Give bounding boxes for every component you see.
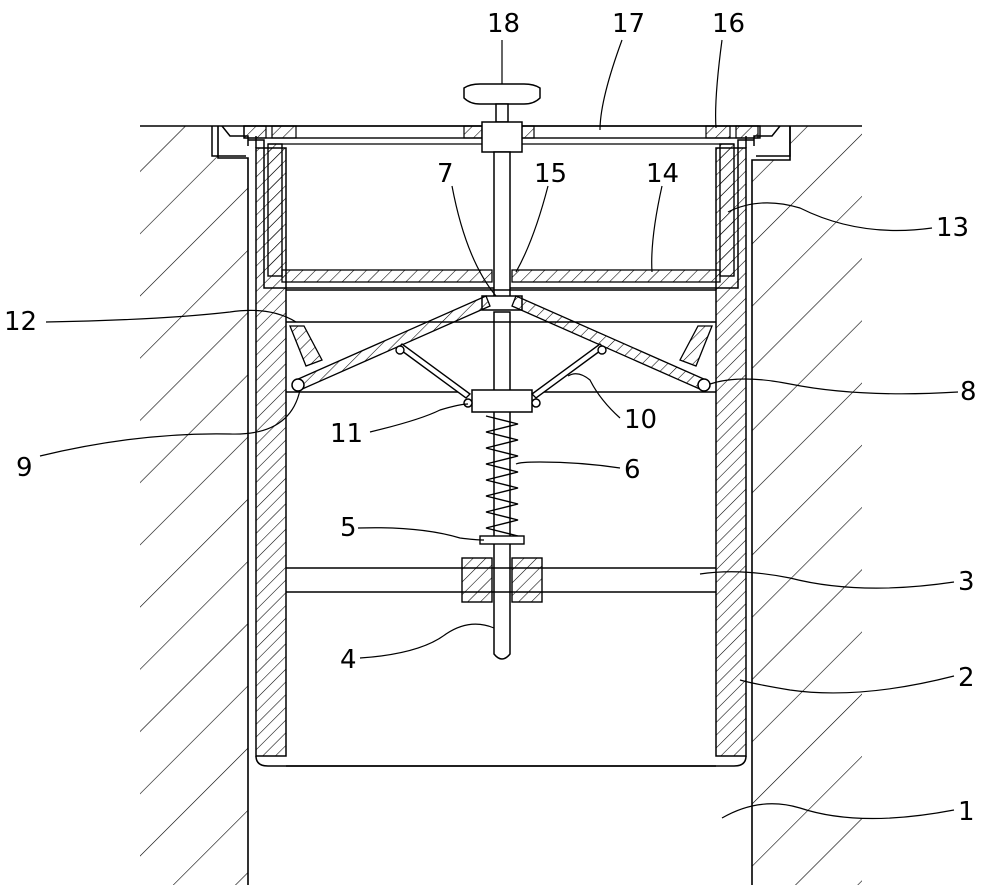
- label-11: 11: [330, 419, 363, 449]
- part-labels: 18 17 16 7 15 14 13 12 8 10 11 9 6 5 3 4…: [4, 9, 977, 827]
- scraper-arms: [291, 295, 711, 392]
- label-8: 8: [960, 377, 977, 407]
- spring: [485, 415, 519, 537]
- label-1: 1: [958, 797, 975, 827]
- filter-plate: [281, 269, 721, 283]
- label-3: 3: [958, 567, 975, 597]
- label-5: 5: [340, 513, 357, 543]
- connecting-links: [395, 343, 607, 399]
- outer-sleeve: [255, 136, 747, 767]
- label-10: 10: [624, 405, 657, 435]
- lower-slider: [463, 389, 541, 413]
- label-2: 2: [958, 663, 975, 693]
- spring-seat: [479, 535, 525, 545]
- sleeve-flange: [211, 125, 791, 157]
- label-9: 9: [16, 453, 33, 483]
- side-brackets: [289, 325, 713, 367]
- label-15: 15: [534, 159, 567, 189]
- handle-knob: [463, 83, 541, 153]
- label-13: 13: [936, 213, 969, 243]
- label-7: 7: [437, 159, 454, 189]
- label-12: 12: [4, 307, 37, 337]
- leader-lines: [39, 39, 959, 820]
- label-17: 17: [612, 9, 645, 39]
- cross-bar: [286, 557, 716, 603]
- central-rod: [493, 151, 511, 660]
- label-6: 6: [624, 455, 641, 485]
- support-ring: [286, 289, 716, 393]
- label-18: 18: [487, 9, 520, 39]
- label-14: 14: [646, 159, 679, 189]
- label-4: 4: [340, 645, 357, 675]
- label-16: 16: [712, 9, 745, 39]
